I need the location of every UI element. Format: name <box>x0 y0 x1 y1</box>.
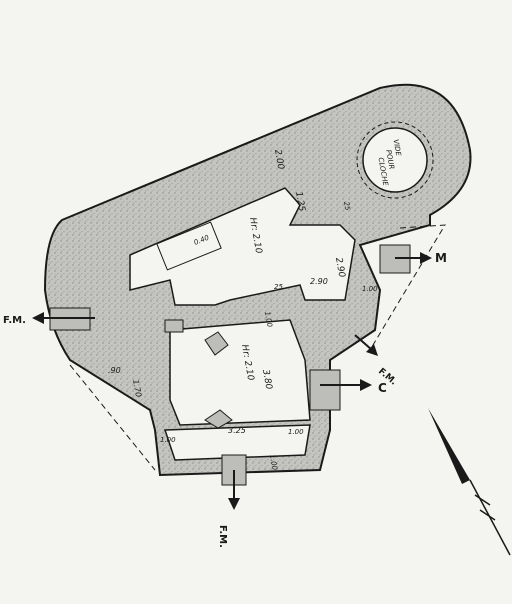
arrow-fm-left <box>32 312 95 324</box>
dim-125: 1.25 <box>293 191 306 213</box>
cloche-label-pour: POUR <box>384 149 395 170</box>
pillar-2 <box>204 409 233 429</box>
dim-170: 1.70 <box>131 379 143 398</box>
label-c: C <box>378 381 387 395</box>
dim-100-br: 1.00 <box>288 428 304 436</box>
embrasure-center <box>309 369 341 411</box>
arrow-fm-right <box>354 334 378 356</box>
label-m: M <box>435 251 447 265</box>
dim-380: 3.80 <box>260 369 273 391</box>
arrow-fm-bottom <box>228 470 240 510</box>
dim-290-h: 2.90 <box>310 277 328 286</box>
dim-290-v: 2.90 <box>333 257 346 279</box>
dim-90: .90 <box>108 366 121 375</box>
inner-block <box>156 221 222 271</box>
pillar-3 <box>164 319 184 333</box>
cloche-dashed-ring <box>356 121 434 199</box>
central-room <box>169 319 311 426</box>
north-arrow-icon <box>428 408 511 556</box>
dim-25-top: 25 <box>342 201 352 212</box>
dim-100-mid: 1.00 <box>263 311 274 328</box>
dim-100-bot: 1.00 <box>268 454 279 471</box>
lower-room <box>163 424 311 461</box>
cloche-label-vide: VIDE <box>392 139 403 157</box>
dim-100-bl: 1.00 <box>160 436 176 444</box>
arrow-c <box>320 379 372 391</box>
dim-25-mid: 25 <box>274 283 283 291</box>
dim-200: 2.00 <box>272 149 285 171</box>
label-fm-left: F.M. <box>3 315 26 326</box>
label-fm-bottom: F.M. <box>217 525 228 548</box>
dim-100-right: 1.00 <box>362 285 378 293</box>
cloche-void <box>362 127 428 193</box>
upper-corridor <box>129 187 356 306</box>
dashed-boundary <box>69 224 446 471</box>
pillar-1 <box>204 331 229 356</box>
arrow-m <box>395 252 432 264</box>
dim-325: 3.25 <box>228 426 246 435</box>
